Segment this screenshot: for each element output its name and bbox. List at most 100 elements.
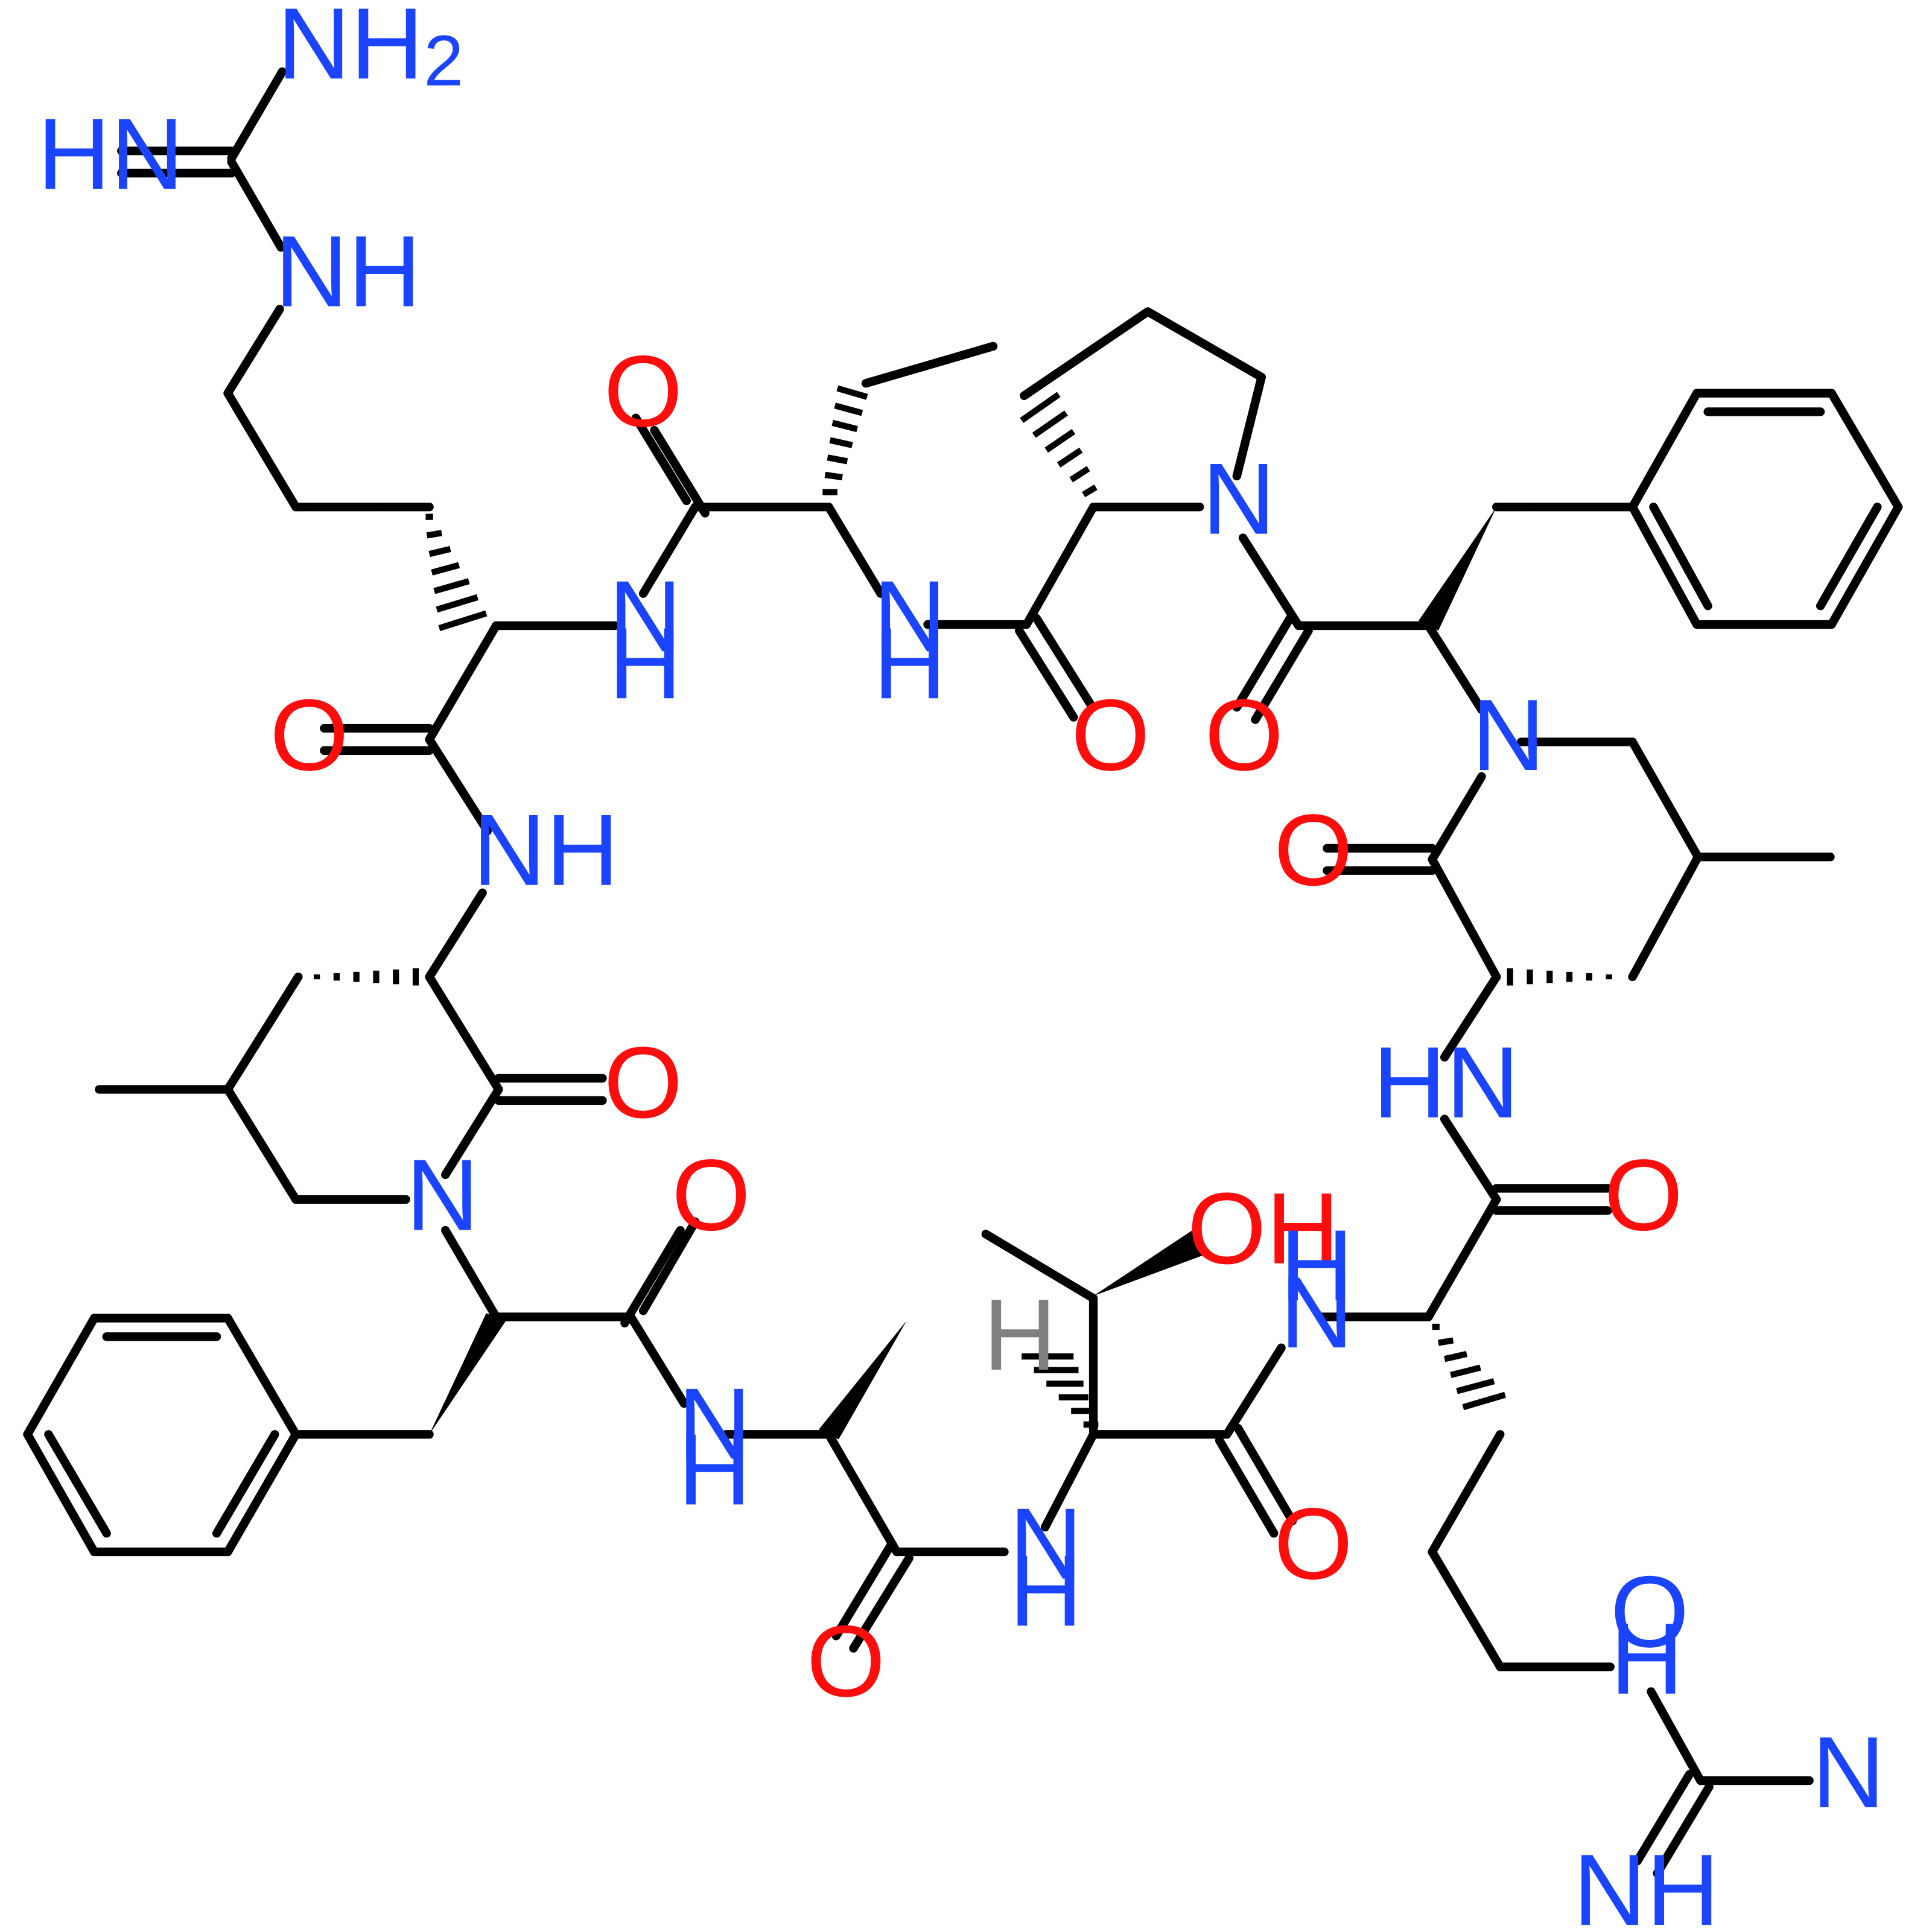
atom-label: N [1472,678,1545,792]
atom-label: N [406,1138,479,1251]
bond [1428,855,1501,982]
bond [1232,372,1266,481]
atom-label: O [672,1138,751,1251]
atom-label: N [1280,1256,1353,1369]
bond [981,1230,1098,1303]
atom-label: H [678,1413,751,1526]
bond [1022,503,1098,629]
bond [1032,614,1096,710]
wedge-bond [819,1320,907,1440]
bond [23,1314,99,1439]
bond [1040,1430,1098,1532]
atom-label: N [1009,1487,1082,1600]
atom-label: N [1812,1715,1885,1829]
bond [1143,307,1266,382]
bond [1628,503,1702,629]
bond [1653,1782,1714,1878]
bond [1020,307,1152,400]
bond [1233,1423,1297,1525]
bond [227,157,285,252]
wedge-bond [1093,1230,1207,1296]
bond [1633,1770,1694,1866]
wedge-bond [429,1313,506,1435]
atom-label: NH2 [278,0,464,101]
bond [638,1217,700,1315]
bond [1222,1343,1286,1439]
atom-label: OH [1187,1172,1339,1285]
hash-bond [1022,1353,1099,1428]
atom-label: N [873,559,946,673]
bond [1215,1436,1279,1538]
bond [1649,503,1712,611]
bond [1424,1195,1501,1321]
stereo-bond-layer [313,385,1612,1440]
atom-label: H [609,606,682,720]
bond [1816,503,1882,611]
bond [441,1225,501,1321]
atom-label: O [1610,1555,1689,1668]
atom-label: O [1604,1138,1683,1251]
atom-label: N [678,1367,751,1481]
bond [1014,626,1078,722]
bond [425,888,487,982]
bond [1428,1430,1505,1557]
bond [1428,772,1486,864]
atom-label: NH [472,793,619,907]
atom-label: H [1009,1534,1082,1647]
bond [650,426,710,518]
bond [831,1541,895,1641]
atom-label: O [1274,1487,1353,1600]
bond [620,1225,685,1327]
bond [626,1312,688,1408]
bond [425,621,501,744]
bond [861,342,998,388]
bond [223,389,300,512]
hash-bond [822,385,868,495]
bond [223,1085,300,1204]
bond [425,735,492,836]
bond [223,972,303,1094]
atom-label: O [1205,678,1284,792]
atom-label: N [1202,442,1275,556]
bond [44,1430,111,1538]
atom-label: HN [1373,1026,1519,1139]
bond [23,1430,99,1557]
atom-label: O [807,1604,886,1718]
bond [638,503,700,598]
bond [425,972,503,1094]
bond [223,1314,300,1439]
bond-layer [23,67,1903,1878]
atom-label: HN [37,97,184,211]
bond [1628,853,1703,982]
atom-label: H [983,1278,1057,1391]
bond [1440,972,1501,1062]
bond [1428,1547,1505,1671]
bond [1628,389,1702,512]
bond [1238,533,1303,631]
hash-bond [1432,1323,1506,1411]
bond [1440,1114,1501,1204]
atom-label: O [270,678,349,792]
bond [1647,1687,1705,1785]
hash-bond [1507,968,1612,986]
bond [212,1430,279,1538]
bond [1424,621,1486,714]
bond [1628,737,1703,862]
atom-label: NH [1573,1833,1720,1929]
bond [1827,503,1903,629]
bond [1232,614,1295,712]
bond [1827,389,1903,512]
bond [631,413,691,506]
atom-label: O [1071,678,1150,792]
bond [227,67,287,163]
bond [1251,626,1313,724]
bond [223,1430,300,1557]
atom-label: N [609,559,682,673]
atom-label: H [1610,1602,1683,1715]
hash-bond [313,968,419,986]
bond [441,1085,503,1180]
hash-bond [1020,392,1098,498]
hash-bond [425,513,488,631]
bond [824,503,885,598]
